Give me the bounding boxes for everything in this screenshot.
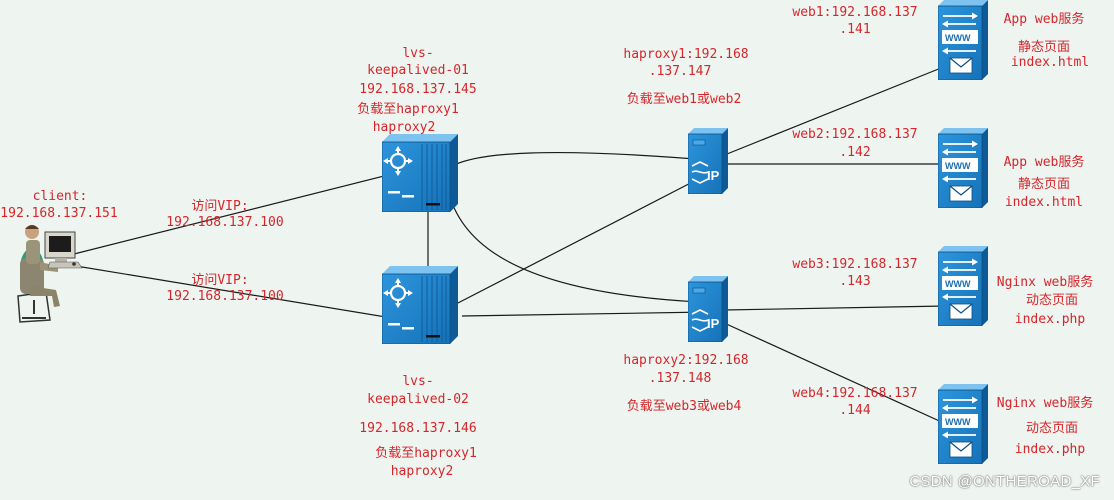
web2-ip-part2: .142 bbox=[839, 145, 871, 160]
web4-service: Nginx web服务 bbox=[996, 396, 1094, 411]
web3-www-text: WWW bbox=[945, 279, 971, 289]
lvs2-name-part1: lvs- bbox=[402, 374, 434, 389]
www-text-labels: WWW WWW WWW WWW bbox=[945, 33, 971, 427]
haproxy2-target: 负载至web3或web4 bbox=[626, 399, 742, 414]
lvs1-name-part1: lvs- bbox=[402, 46, 434, 61]
connections bbox=[73, 65, 947, 425]
vip-address-2: 192.168.137.100 bbox=[166, 289, 284, 304]
web1-ip-part1: web1:192.168.137 bbox=[792, 5, 918, 20]
web3-ip-part1: web3:192.168.137 bbox=[792, 257, 918, 272]
web2-www-text: WWW bbox=[945, 161, 971, 171]
link-client-lvs1 bbox=[73, 173, 393, 255]
web3-page-file: index.php bbox=[1014, 312, 1086, 327]
haproxy2-ip-part1: haproxy2:192.168 bbox=[623, 353, 749, 368]
web3-service: Nginx web服务 bbox=[996, 275, 1094, 290]
link-lvs2-haproxy1 bbox=[455, 173, 709, 305]
link-haproxy2-web3 bbox=[723, 305, 947, 311]
client-title: client: bbox=[32, 189, 88, 204]
web3-page-type: 动态页面 bbox=[1025, 293, 1078, 308]
lvs2-device-icon bbox=[382, 266, 458, 344]
lvs2-target-line2: haproxy2 bbox=[390, 464, 454, 479]
lvs1-ip: 192.168.137.145 bbox=[359, 82, 477, 97]
web4-page-type: 动态页面 bbox=[1025, 421, 1078, 436]
lvs2-name-part2: keepalived-02 bbox=[367, 392, 469, 407]
haproxy1-device-icon bbox=[688, 128, 728, 194]
link-lvs1-haproxy1 bbox=[445, 151, 709, 171]
lvs1-target-line2: haproxy2 bbox=[372, 120, 436, 135]
web1-service: App web服务 bbox=[1003, 12, 1085, 27]
client-user-icon bbox=[17, 225, 83, 323]
link-client-lvs2 bbox=[75, 265, 393, 319]
web3-ip-part2: .143 bbox=[839, 274, 871, 289]
vip-address-1: 192.168.137.100 bbox=[166, 215, 284, 230]
link-haproxy1-web1 bbox=[721, 65, 947, 157]
vip-label-2: 访问VIP: bbox=[191, 273, 249, 288]
web4-page-file: index.php bbox=[1014, 442, 1086, 457]
web1-page-type: 静态页面 bbox=[1017, 40, 1070, 55]
haproxy1-ip-part1: haproxy1:192.168 bbox=[623, 47, 749, 62]
web4-ip-part1: web4:192.168.137 bbox=[792, 386, 918, 401]
haproxy1-ip-part2: .137.147 bbox=[648, 64, 712, 79]
lvs1-device-icon bbox=[382, 134, 458, 212]
haproxy2-ip-part2: .137.148 bbox=[648, 371, 712, 386]
lvs2-ip: 192.168.137.146 bbox=[359, 421, 477, 436]
lvs2-target-line1: 负载至haproxy1 bbox=[375, 446, 477, 461]
lvs1-name-part2: keepalived-01 bbox=[367, 63, 469, 78]
vip-label-1: 访问VIP: bbox=[191, 199, 249, 214]
haproxy1-target: 负载至web1或web2 bbox=[626, 92, 742, 107]
web2-service: App web服务 bbox=[1003, 155, 1085, 170]
client-ip: 192.168.137.151 bbox=[0, 206, 118, 221]
web2-page-type: 静态页面 bbox=[1017, 177, 1070, 192]
web2-page-file: index.html bbox=[1004, 195, 1084, 210]
web4-www-text: WWW bbox=[945, 417, 971, 427]
link-lvs2-haproxy2 bbox=[461, 311, 709, 317]
link-haproxy2-web4 bbox=[721, 321, 947, 425]
web4-ip-part2: .144 bbox=[839, 403, 871, 418]
web2-ip-part1: web2:192.168.137 bbox=[792, 127, 918, 142]
haproxy2-device-icon bbox=[688, 276, 728, 342]
web1-page-file: index.html bbox=[1010, 55, 1090, 70]
web1-www-text: WWW bbox=[945, 33, 971, 43]
web1-ip-part2: .141 bbox=[839, 22, 871, 37]
lvs1-target-line1: 负载至haproxy1 bbox=[357, 102, 459, 117]
link-lvs1-haproxy2 bbox=[447, 189, 701, 303]
watermark: CSDN @ONTHEROAD_XF bbox=[909, 473, 1100, 490]
